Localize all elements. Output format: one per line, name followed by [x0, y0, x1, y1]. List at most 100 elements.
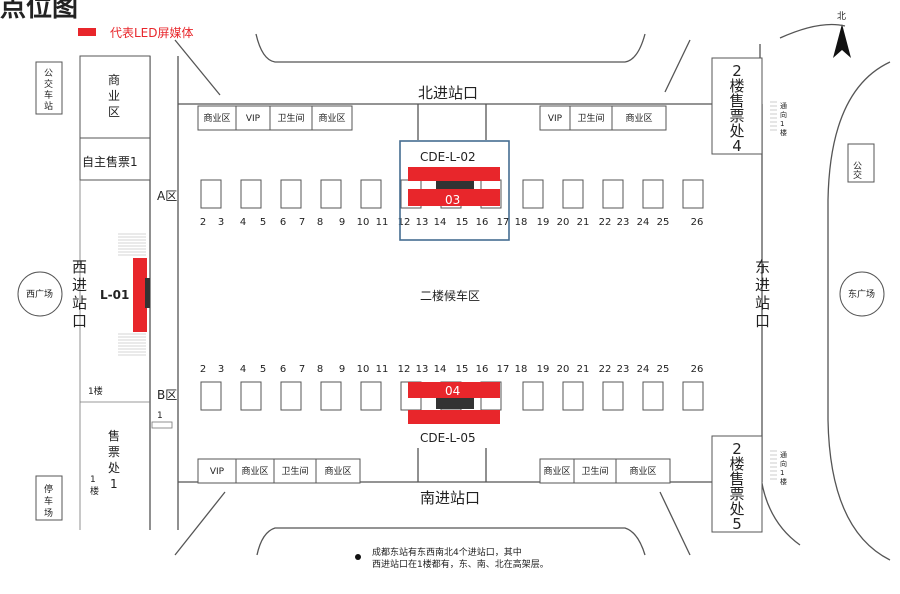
room-label: 商业区 [241, 465, 268, 477]
waiting-area-label: 二楼候车区 [420, 288, 480, 303]
gate-number: 21 [577, 217, 590, 228]
room-box [273, 458, 317, 484]
west-square [17, 271, 63, 317]
svg-text:西广场: 西广场 [26, 288, 53, 300]
road-edge [664, 39, 691, 93]
svg-text:东: 东 [755, 258, 770, 276]
gate-number: 3 [218, 364, 224, 375]
gate-pillar [602, 381, 624, 411]
stair-note-char: 1 [780, 120, 784, 128]
north-entrance-label: 北进站口 [418, 84, 478, 102]
svg-text:1: 1 [110, 477, 118, 491]
commerce-area [79, 55, 151, 139]
led-screen-05 [408, 410, 500, 424]
gate-pillar [522, 381, 544, 411]
svg-text:区: 区 [108, 105, 120, 119]
self-service-ticket [79, 137, 151, 181]
room-box [235, 105, 271, 131]
gate-number: 9 [339, 364, 345, 375]
room-box [539, 458, 575, 484]
ticket-office-char: 处 [729, 500, 744, 518]
gate-number: 12 [398, 364, 411, 375]
room-label: 商业区 [625, 112, 652, 124]
gate-number: 7 [299, 364, 305, 375]
road-edge [659, 491, 691, 556]
svg-text:1: 1 [90, 475, 96, 485]
gate-number: 7 [299, 217, 305, 228]
cde-l02-label: CDE-L-02 [420, 150, 476, 164]
road-curve [827, 61, 891, 561]
gate-number: 4 [240, 217, 246, 228]
gate-number: 4 [240, 364, 246, 375]
svg-text:场: 场 [44, 508, 53, 519]
gate-number: 15 [456, 364, 469, 375]
north-compass-icon: 北 [833, 11, 851, 58]
legend-label: 代表LED屏媒体 [110, 26, 194, 40]
floor-1-label: 1楼 [88, 385, 103, 397]
gate-number: 21 [577, 364, 590, 375]
svg-text:业: 业 [108, 89, 120, 103]
stair-note-char: 1 [780, 469, 784, 477]
room-box [315, 458, 361, 484]
ticket-office-char: 4 [732, 137, 742, 155]
gate-pillar [602, 179, 624, 209]
svg-text:售: 售 [108, 428, 120, 443]
gate-number: 22 [599, 217, 612, 228]
stair-note-char: 通 [780, 450, 787, 459]
stair-note-char: 楼 [780, 477, 787, 486]
gate-pillar [200, 179, 222, 209]
gate-pillar [200, 381, 222, 411]
room-label: 商业区 [629, 465, 656, 477]
note-line-2: 西进站口在1楼都有，东、南、北在高架层。 [372, 558, 549, 570]
room-label: VIP [246, 114, 261, 124]
gate-pillar [240, 179, 262, 209]
gate-number: 13 [416, 217, 429, 228]
room-label: 商业区 [203, 112, 230, 124]
room-label: 商业区 [324, 465, 351, 477]
gate-number: 5 [260, 217, 266, 228]
gate-pillar [682, 381, 704, 411]
page-title: 点位图 [0, 0, 78, 23]
ticket-office-char: 楼 [729, 455, 744, 473]
gate-pillar [240, 381, 262, 411]
svg-text:口: 口 [755, 312, 770, 330]
room-label: VIP [210, 467, 225, 477]
svg-text:站: 站 [72, 294, 87, 312]
legend-swatch [78, 28, 96, 36]
gate-number: 23 [617, 364, 630, 375]
road-curve [779, 23, 846, 39]
gate-number: 15 [456, 217, 469, 228]
gate-pillar [522, 179, 544, 209]
gate-number: 26 [691, 364, 704, 375]
gate-number: 20 [557, 364, 570, 375]
room-box [197, 105, 237, 131]
gate-pillar [360, 381, 382, 411]
svg-text:1: 1 [157, 411, 163, 421]
gate-number: 2 [200, 217, 206, 228]
room-label: 商业区 [318, 112, 345, 124]
svg-text:口: 口 [72, 312, 87, 330]
gate-number: 16 [476, 217, 489, 228]
gate-number: 11 [376, 217, 389, 228]
zone-b-label: B区 [157, 388, 177, 402]
east-square [839, 271, 885, 317]
gate-number: 22 [599, 364, 612, 375]
gate-pillar [682, 179, 704, 209]
led-screen-l01 [133, 258, 147, 332]
gate-number: 19 [537, 217, 550, 228]
gate-number: 17 [497, 364, 510, 375]
gate-number: 25 [657, 364, 670, 375]
ticket-office-char: 票 [729, 107, 744, 125]
stair-note-char: 楼 [780, 128, 787, 137]
media-03-label: 03 [445, 193, 460, 207]
gate-pillar [642, 179, 664, 209]
gate-number: 6 [280, 217, 286, 228]
bus-station-box [35, 61, 63, 115]
l01-label: L-01 [100, 288, 129, 302]
gate-number: 12 [398, 217, 411, 228]
gate-number: 18 [515, 217, 528, 228]
